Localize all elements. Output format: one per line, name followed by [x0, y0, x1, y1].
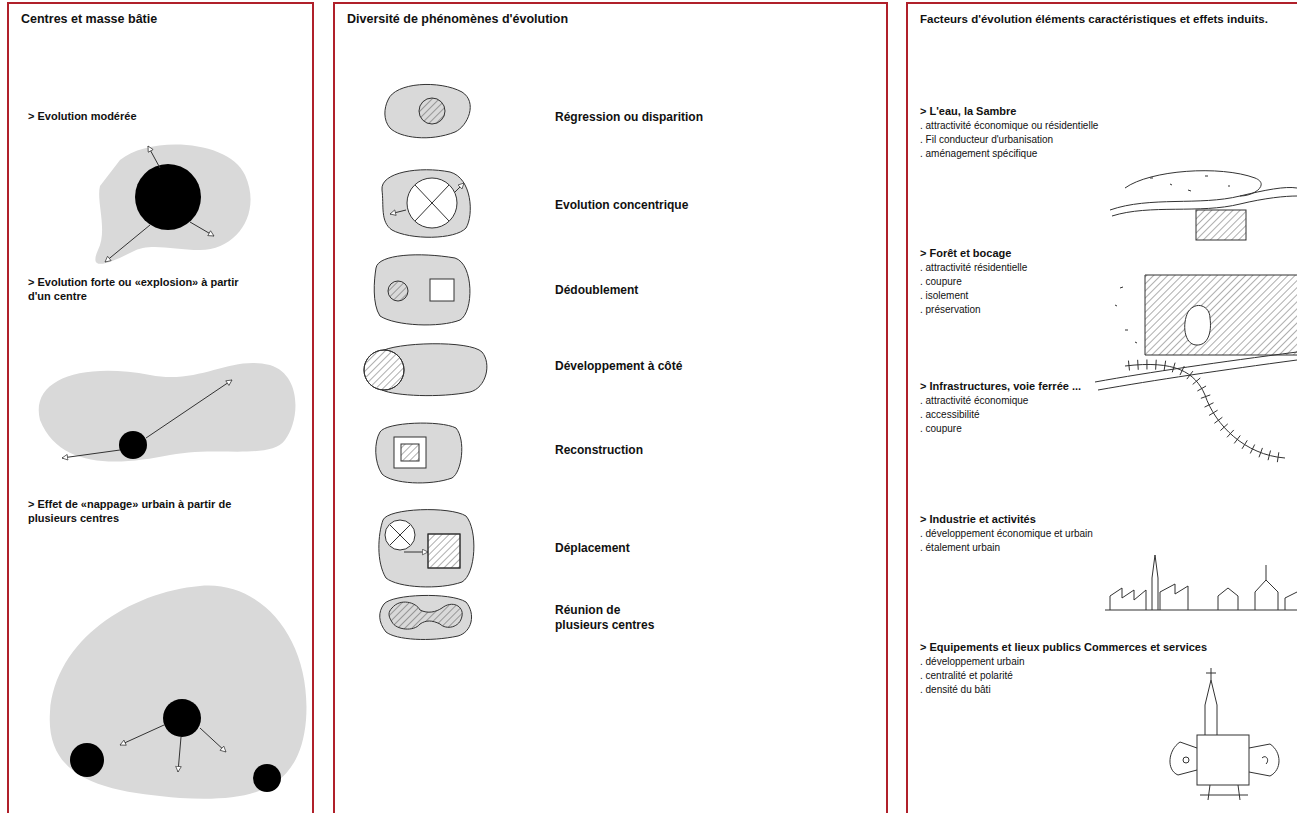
row-label: Régression ou disparition: [555, 110, 855, 125]
bullet-text: . centralité et polarité: [920, 670, 1160, 683]
bullet-text: . développement urbain: [920, 656, 1160, 669]
bullet-text: . densité du bâti: [920, 684, 1160, 697]
section-heading: > L'eau, la Sambre: [920, 105, 1290, 119]
panel-heading: Diversité de phénomènes d'évolution: [347, 12, 847, 28]
panel-heading: Facteurs d'évolution éléments caractéris…: [920, 12, 1297, 26]
panel-box: Facteurs d'évolution éléments caractéris…: [906, 2, 1297, 813]
bullet-text: . coupure: [920, 276, 1140, 289]
bullet-text: . attractivité résidentielle: [920, 262, 1140, 275]
panel-box: Centres et masse bâtie > Evolution modéré…: [7, 2, 314, 813]
sub-heading: > Effet de «nappage» urbain à partir de …: [28, 498, 258, 526]
bullet-text: . aménagement spécifique: [920, 148, 1290, 161]
row-label: Réunion de plusieurs centres: [555, 603, 665, 633]
section-heading: > Forêt et bocage: [920, 247, 1140, 261]
section-heading: > Equipements et lieux publics Commerces…: [920, 641, 1292, 655]
row-label: Reconstruction: [555, 443, 855, 458]
bullet-text: . isolement: [920, 290, 1140, 303]
bullet-text: . attractivité économique ou résidentiel…: [920, 120, 1290, 133]
sub-heading: > Evolution forte ou «explosion» à parti…: [28, 276, 258, 304]
row-label: Déplacement: [555, 541, 855, 556]
row-label: Evolution concentrique: [555, 198, 855, 213]
bullet-text: . développement économique et urbain: [920, 528, 1290, 541]
bullet-text: . préservation: [920, 304, 1140, 317]
section-heading: > Infrastructures, voie ferrée ...: [920, 380, 1290, 394]
bullet-text: . Fil conducteur d'urbanisation: [920, 134, 1290, 147]
bullet-text: . attractivité économique: [920, 395, 1090, 408]
panel-box: Diversité de phénomènes d'évolutionRégre…: [333, 2, 888, 813]
bullet-text: . coupure: [920, 423, 1090, 436]
row-label: Développement à côté: [555, 359, 855, 374]
bullet-text: . accessibilité: [920, 409, 1090, 422]
panel-heading: Centres et masse bâtie: [21, 12, 301, 28]
sub-heading: > Evolution modérée: [28, 110, 248, 124]
row-label: Dédoublement: [555, 283, 855, 298]
section-heading: > Industrie et activités: [920, 513, 1290, 527]
bullet-text: . étalement urbain: [920, 542, 1290, 555]
